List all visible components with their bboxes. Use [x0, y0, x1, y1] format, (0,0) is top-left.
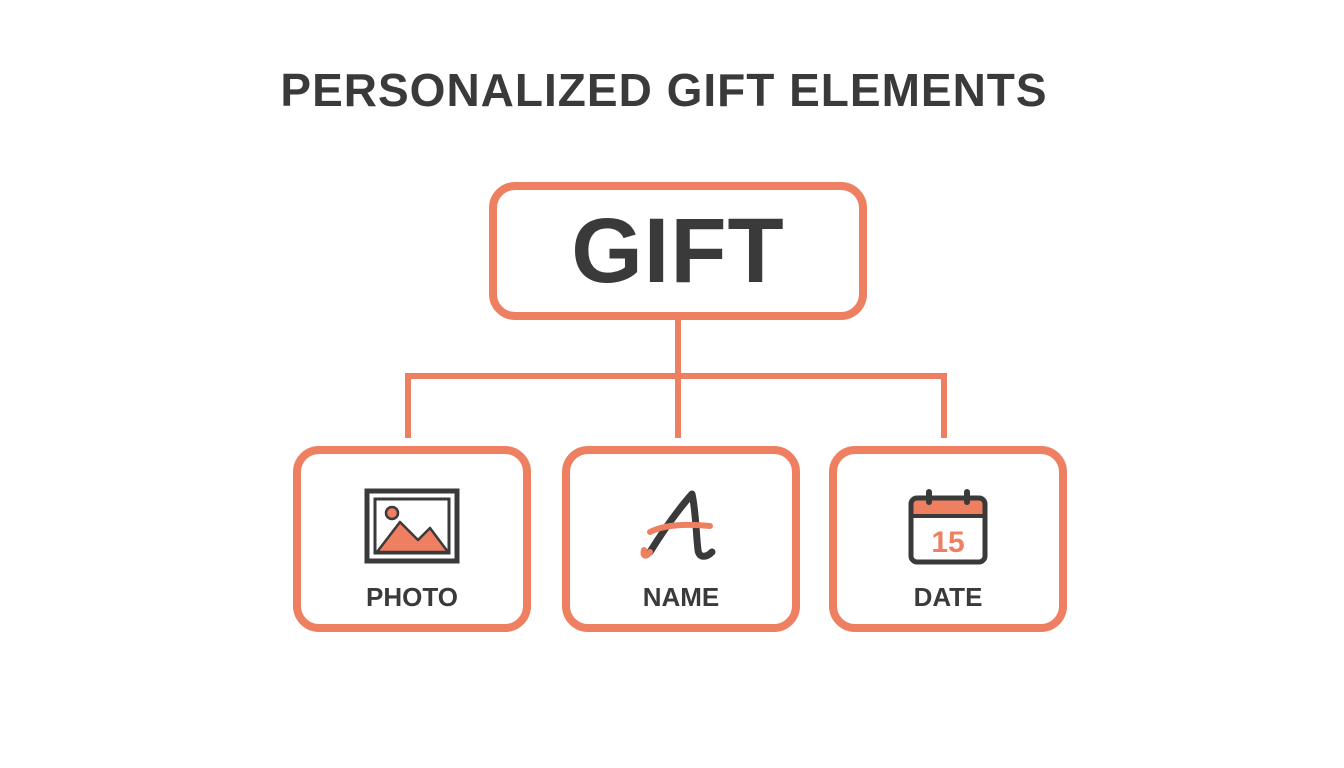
calendar-icon: 15 — [837, 482, 1059, 570]
root-node-label: GIFT — [571, 200, 785, 302]
script-letter-icon — [570, 482, 792, 570]
child-label-photo: PHOTO — [366, 582, 458, 612]
child-node-date: 15 DATE — [829, 446, 1067, 632]
child-label-date: DATE — [913, 582, 983, 612]
photo-icon — [301, 482, 523, 570]
child-node-photo: PHOTO — [293, 446, 531, 632]
child-label-name: NAME — [642, 582, 720, 612]
page-title: PERSONALIZED GIFT ELEMENTS — [280, 64, 1048, 116]
calendar-day-number: 15 — [931, 526, 964, 559]
root-node-box: GIFT — [489, 182, 867, 320]
child-node-name: NAME — [562, 446, 800, 632]
